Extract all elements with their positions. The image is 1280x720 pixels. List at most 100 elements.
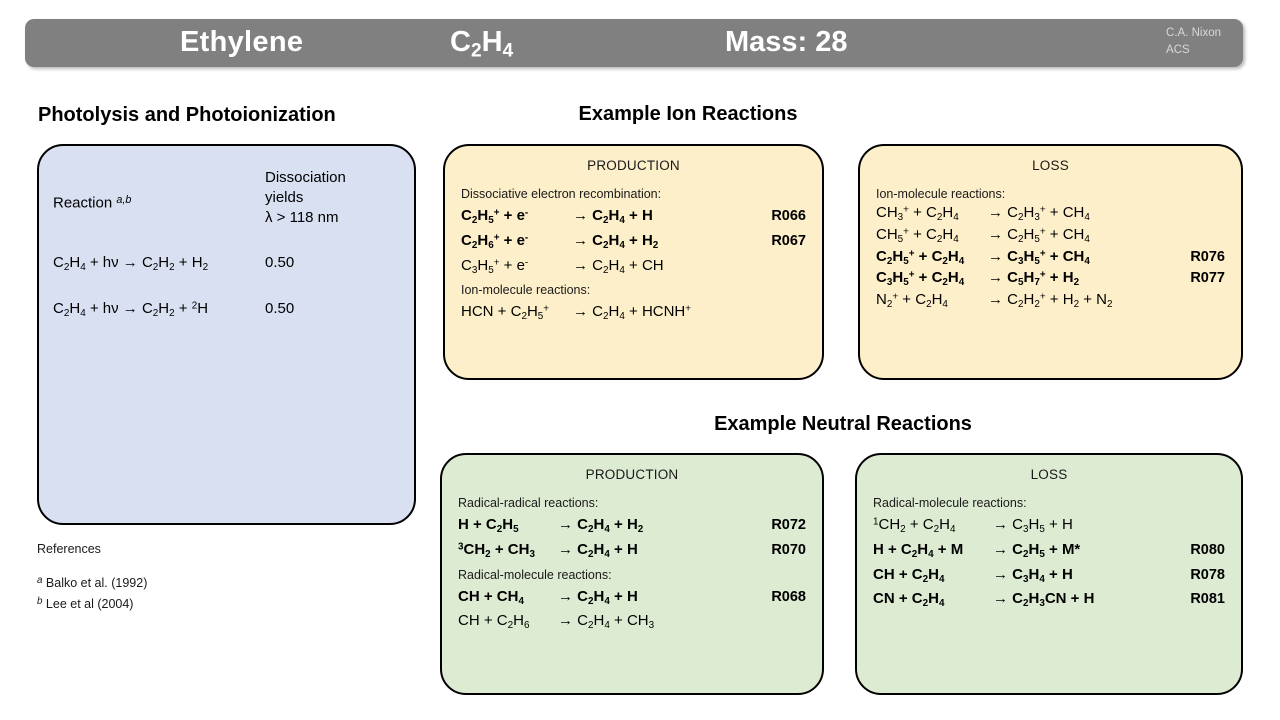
reaction-reactants: CH5+ + C2H4: [876, 225, 959, 245]
photolysis-panel: Reaction a,b Dissociation yields λ > 118…: [37, 144, 416, 525]
reaction-reactants: 3CH2 + CH3: [458, 540, 535, 560]
credit-org: ACS: [1166, 43, 1190, 56]
photolysis-reaction: C2H4 + hν → C2H2 + H2: [53, 254, 209, 274]
reaction-code: R077: [1190, 270, 1225, 287]
mass-label: Mass: 28: [725, 26, 848, 58]
reaction-products: → C2H4 + CH3: [558, 612, 655, 632]
reaction-code: R081: [1190, 591, 1225, 608]
reaction-products: → C2H5 + M*: [993, 540, 1081, 560]
reaction-row: C2H6+ + e- → C2H4 + H2 R067: [461, 232, 806, 251]
reaction-reactants: C2H6+ + e-: [461, 231, 529, 251]
reaction-products: → C3H4 + H: [993, 565, 1073, 585]
reaction-reactants: C3H5+ + C2H4: [876, 269, 965, 289]
reaction-products: → C2H4 + H: [573, 207, 653, 226]
reaction-products: → C3H5+ + CH4: [988, 247, 1090, 267]
reaction-reactants: 1CH2 + C2H4: [873, 516, 956, 535]
heading-photolysis: Photolysis and Photoionization: [38, 104, 336, 126]
photolysis-table: Reaction a,b Dissociation yields λ > 118…: [53, 168, 403, 319]
reaction-row: 1CH2 + C2H4 → C3H5 + H: [873, 516, 1225, 535]
ion-loss-body: Ion-molecule reactions: CH3+ + C2H4 → C2H3…: [860, 173, 1241, 310]
reaction-products: → C3H5 + H: [993, 516, 1073, 535]
ion-production-body: Dissociative electron recombination: C2H5…: [445, 173, 822, 322]
reaction-group-label: Dissociative electron recombination:: [461, 187, 662, 201]
reaction-code: R078: [1190, 566, 1225, 583]
neutral-loss-title: LOSS: [1030, 467, 1068, 482]
photolysis-col-yield-header: Dissociation yields λ > 118 nm: [265, 168, 346, 227]
reaction-row: 3CH2 + CH3 → C2H4 + H R070: [458, 541, 806, 560]
reaction-code: R067: [771, 232, 806, 249]
reaction-products: → C2H4 + CH: [573, 256, 664, 276]
reaction-row: N2+ + C2H4 → C2H2+ + H2 + N2: [876, 291, 1225, 310]
reaction-row: CH + C2H6 → C2H4 + CH3: [458, 612, 806, 631]
heading-neutral-reactions: Example Neutral Reactions: [714, 413, 972, 435]
reaction-products: → C2H2+ + H2 + N2: [988, 291, 1113, 310]
photolysis-col-reaction-header: Reaction a,b: [53, 194, 132, 212]
reaction-row: H + C2H4 + M→ C2H5 + M*R080: [873, 541, 1225, 560]
reaction-group-label: Ion-molecule reactions:: [876, 187, 1006, 201]
heading-ion-reactions: Example Ion Reactions: [578, 103, 798, 125]
neutral-production-title: PRODUCTION: [585, 467, 679, 482]
reaction-products: → C2H4 + H2: [558, 516, 644, 535]
reaction-products: → C2H5+ + CH4: [988, 225, 1090, 245]
ion-production-panel: PRODUCTION Dissociative electron recombi…: [443, 144, 824, 380]
photolysis-row: C2H4 + hν → C2H2 + H2 0.50: [53, 254, 403, 273]
photolysis-reaction: C2H4 + hν → C2H2 + 2H: [53, 300, 209, 319]
ion-production-title: PRODUCTION: [587, 158, 680, 173]
photolysis-yield: 0.50: [265, 300, 295, 318]
yield-header-line1: Dissociation: [265, 169, 346, 186]
author-credit: C.A. Nixon ACS: [1166, 25, 1221, 58]
reaction-group-label: Radical-radical reactions:: [458, 496, 599, 510]
reaction-group-label: Ion-molecule reactions:: [461, 283, 591, 298]
reaction-reactants: CH + CH4: [458, 587, 524, 607]
page-title: Ethylene: [180, 26, 304, 58]
neutral-loss-body: Radical-molecule reactions: 1CH2 + C2H4 → …: [857, 482, 1241, 609]
neutral-production-body: Radical-radical reactions: H + C2H5 → C2H4…: [442, 482, 822, 631]
reaction-code: R070: [771, 541, 806, 558]
reaction-reactants: H + C2H5: [458, 516, 519, 535]
reaction-reactants: C2H5+ + e-: [461, 207, 529, 226]
reaction-products: → C5H7+ + H2: [988, 269, 1080, 289]
reaction-reactants: N2+ + C2H4: [876, 291, 948, 310]
credit-author: C.A. Nixon: [1166, 27, 1221, 39]
header-bar: Ethylene C2H4 Mass: 28 C.A. Nixon ACS: [25, 19, 1243, 67]
yield-header-line3: λ > 118 nm: [265, 208, 339, 226]
references-block: References a Balko et al. (1992) b Lee et…: [37, 540, 147, 614]
reference-item: a Balko et al. (1992): [37, 575, 148, 591]
references-title: References: [37, 542, 101, 556]
reference-item: b Lee et al (2004): [37, 595, 134, 611]
reaction-reactants: CN + C2H4: [873, 590, 945, 610]
photolysis-table-header: Reaction a,b Dissociation yields λ > 118…: [53, 168, 403, 227]
reaction-group-label: Radical-molecule reactions:: [873, 496, 1027, 510]
reaction-row: CH3+ + C2H4 → C2H3+ + CH4: [876, 204, 1225, 223]
reaction-reactants: C3H5+ + e-: [461, 256, 529, 276]
reaction-row: H + C2H5 → C2H4 + H2 R072: [458, 516, 806, 535]
reaction-reactants: C2H5+ + C2H4: [876, 247, 965, 267]
references-list: a Balko et al. (1992) b Lee et al (2004): [37, 573, 147, 614]
reaction-row: C3H5+ + C2H4 → C5H7+ + H2 R077: [876, 269, 1225, 288]
reaction-reactants: CH3+ + C2H4: [876, 204, 959, 223]
reaction-row: C2H5+ + C2H4 → C3H5+ + CH4 R076: [876, 248, 1225, 267]
reaction-reactants: CH + C2H6: [458, 612, 530, 632]
reaction-row: C3H5+ + e- → C2H4 + CH: [461, 257, 806, 276]
reaction-products: → C2H4 + HCNH+: [573, 303, 692, 323]
neutral-production-panel: PRODUCTION Radical-radical reactions: H +…: [440, 453, 824, 695]
photolysis-row: C2H4 + hν → C2H2 + 2H 0.50: [53, 300, 403, 319]
photolysis-yield: 0.50: [265, 254, 295, 272]
reaction-code: R076: [1190, 248, 1225, 265]
reaction-code: R072: [771, 517, 806, 533]
reaction-row: HCN + C2H5+ → C2H4 + HCNH+: [461, 303, 806, 322]
reaction-products: → C2H4 + H: [558, 540, 638, 560]
reaction-code: R066: [771, 208, 806, 224]
reaction-products: → C2H4 + H: [558, 587, 638, 607]
reaction-products: → C2H3+ + CH4: [988, 204, 1090, 223]
reaction-group-label: Radical-molecule reactions:: [458, 567, 612, 582]
neutral-loss-panel: LOSS Radical-molecule reactions: 1CH2 + C…: [855, 453, 1243, 695]
reaction-code: R080: [1190, 541, 1225, 558]
ion-loss-title: LOSS: [1032, 158, 1069, 173]
yield-header-line2: yields: [265, 188, 304, 206]
reaction-reactants: HCN + C2H5+: [461, 303, 550, 323]
reaction-products: → C2H4 + H2: [573, 231, 659, 251]
